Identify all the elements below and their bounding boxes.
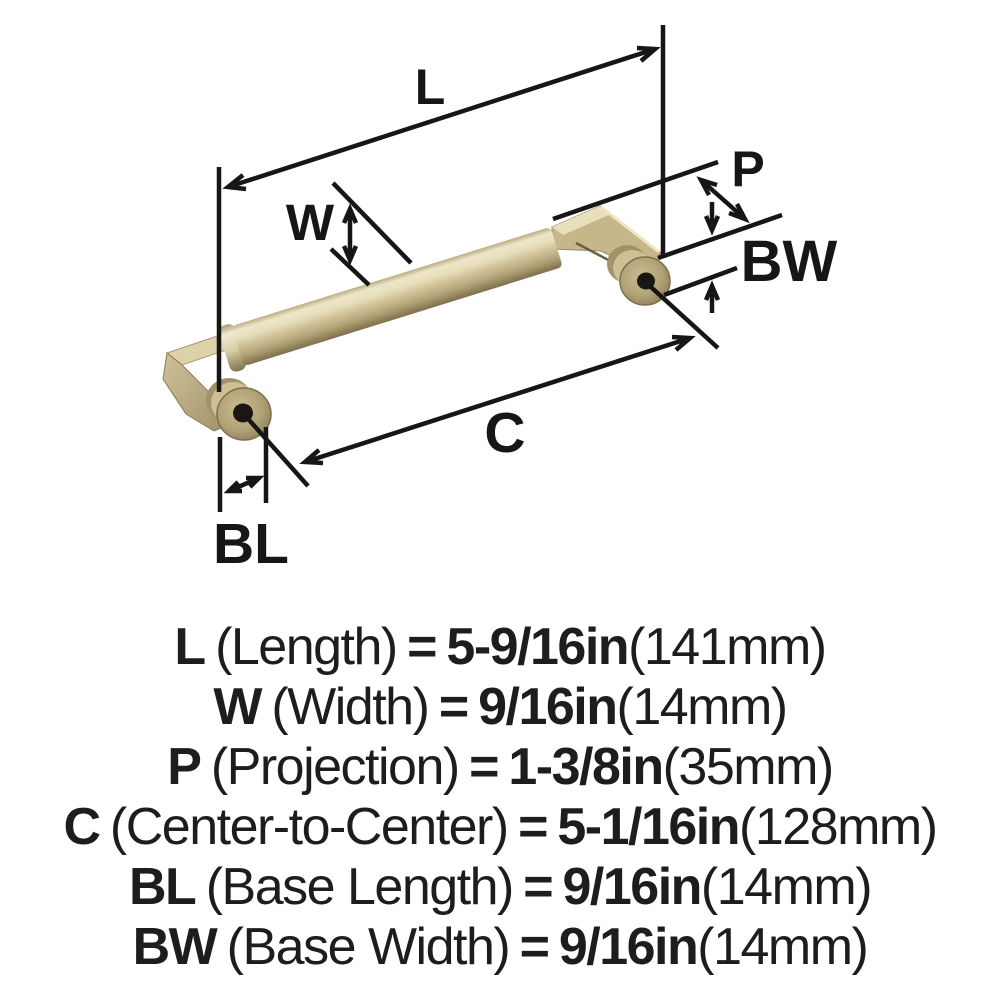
spec-value: 9/16in <box>478 678 618 736</box>
w-arrowhead-down-icon <box>341 245 359 266</box>
handle-illustration <box>162 205 671 441</box>
spec-row-base-width: BW(Base Width)=9/16in(14mm) <box>0 917 1000 977</box>
bw-reference-line <box>663 265 738 298</box>
spec-metric: (14mm) <box>700 858 873 916</box>
label-projection: P <box>731 141 764 197</box>
spec-value: 9/16in <box>558 918 699 976</box>
c-arrowhead-left-icon <box>299 448 324 466</box>
spec-metric: (35mm) <box>662 738 835 796</box>
handle-bar <box>232 228 562 366</box>
spec-row-width: W(Width)=9/16in(14mm) <box>0 677 1000 737</box>
spec-equals: = <box>523 858 553 916</box>
spec-abbr: P <box>167 738 202 796</box>
c-dimension-line <box>304 335 691 465</box>
spec-metric: (141mm) <box>628 618 827 676</box>
l-arrowhead-right-icon <box>636 45 661 63</box>
spec-name: (Length) <box>215 618 398 676</box>
spec-abbr: W <box>213 678 262 736</box>
bl-arrowhead-right-icon <box>246 475 265 489</box>
bw-up-arrowhead-icon <box>703 280 721 301</box>
spec-value: 5-1/16in <box>557 798 740 856</box>
p-reference-line-upper <box>552 159 719 222</box>
spec-value: 5-9/16in <box>446 618 629 676</box>
label-length: L <box>415 59 446 115</box>
label-base-length: BL <box>213 512 289 576</box>
spec-equals: = <box>469 738 499 796</box>
label-width: W <box>286 194 335 251</box>
spec-value: 9/16in <box>562 858 703 916</box>
spec-abbr: L <box>174 618 206 676</box>
spec-name: (Projection) <box>210 738 460 796</box>
spec-row-base-length: BL(Base Length)=9/16in(14mm) <box>0 857 1000 917</box>
spec-equals: = <box>519 918 550 976</box>
l-dimension-line <box>227 46 656 190</box>
label-base-width: BW <box>741 229 838 294</box>
spec-name: (Width) <box>271 678 430 736</box>
spec-row-projection: P(Projection)=1-3/8in(35mm) <box>0 737 1000 797</box>
spec-equals: = <box>438 678 469 736</box>
right-elbow-edge-highlight <box>600 205 660 254</box>
p-down-arrowhead-icon <box>703 215 721 236</box>
spec-abbr: BW <box>132 918 218 976</box>
spec-metric: (14mm) <box>616 678 789 736</box>
p-arrowhead-lower-icon <box>728 202 750 224</box>
left-screw-axis-line <box>240 410 310 488</box>
p-dimension-arrow <box>699 178 746 220</box>
dimension-annotations <box>216 25 783 512</box>
spec-equals: = <box>518 798 548 856</box>
l-arrowhead-left-icon <box>222 173 247 192</box>
spec-value: 1-3/8in <box>508 738 664 796</box>
spec-name: (Base Width) <box>226 918 511 976</box>
spec-row-center-to-center: C(Center-to-Center)=5-1/16in(128mm) <box>0 797 1000 857</box>
spec-block: L(Length)=5-9/16in(141mm) W(Width)=9/16i… <box>0 617 1000 977</box>
spec-metric: (128mm) <box>739 798 938 856</box>
w-arrowhead-up-icon <box>341 203 359 224</box>
p-reference-line-lower <box>657 212 783 261</box>
spec-abbr: C <box>63 798 101 856</box>
spec-equals: = <box>407 618 437 676</box>
spec-name: (Base Length) <box>205 858 515 916</box>
w-reference-line-outer <box>331 181 413 265</box>
spec-metric: (14mm) <box>697 918 869 976</box>
spec-name: (Center-to-Center) <box>109 798 509 856</box>
spec-row-length: L(Length)=5-9/16in(141mm) <box>0 617 1000 677</box>
w-reference-line-inner <box>329 247 371 287</box>
right-elbow-top-face <box>552 206 611 235</box>
bar-end-cap <box>218 324 246 372</box>
right-screw-axis-line <box>639 276 720 350</box>
spec-abbr: BL <box>128 858 197 916</box>
bl-arrowhead-left-icon <box>223 480 242 494</box>
p-arrowhead-upper-icon <box>696 176 718 197</box>
c-arrowhead-right-icon <box>671 334 696 352</box>
label-center-to-center: C <box>484 401 525 465</box>
